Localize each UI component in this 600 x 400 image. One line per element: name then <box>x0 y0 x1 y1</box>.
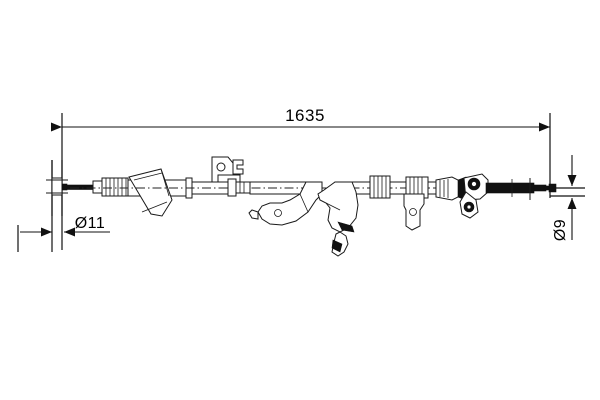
lower-lever-bracket <box>317 181 359 257</box>
upper-mount-bracket <box>211 156 244 183</box>
cable-stop-collar <box>227 178 251 197</box>
clevis-yoke <box>435 173 489 219</box>
right-end-fitting <box>529 178 570 200</box>
diagonal-clip <box>128 168 173 217</box>
right-cable-run <box>485 179 547 197</box>
dimension-overall-length: 1635 <box>51 106 551 250</box>
dimension-label-overall-length: 1635 <box>285 106 325 125</box>
mid-ferrule <box>369 175 391 199</box>
lower-hook-bracket <box>248 181 323 226</box>
dimension-label-left-diameter: Ø11 <box>75 215 106 232</box>
cable-assembly <box>46 156 570 257</box>
left-end-plate <box>46 160 68 216</box>
dimension-label-right-diameter: Ø9 <box>552 219 569 241</box>
right-mount-bracket <box>403 193 425 231</box>
left-spring-sleeve <box>101 177 129 197</box>
